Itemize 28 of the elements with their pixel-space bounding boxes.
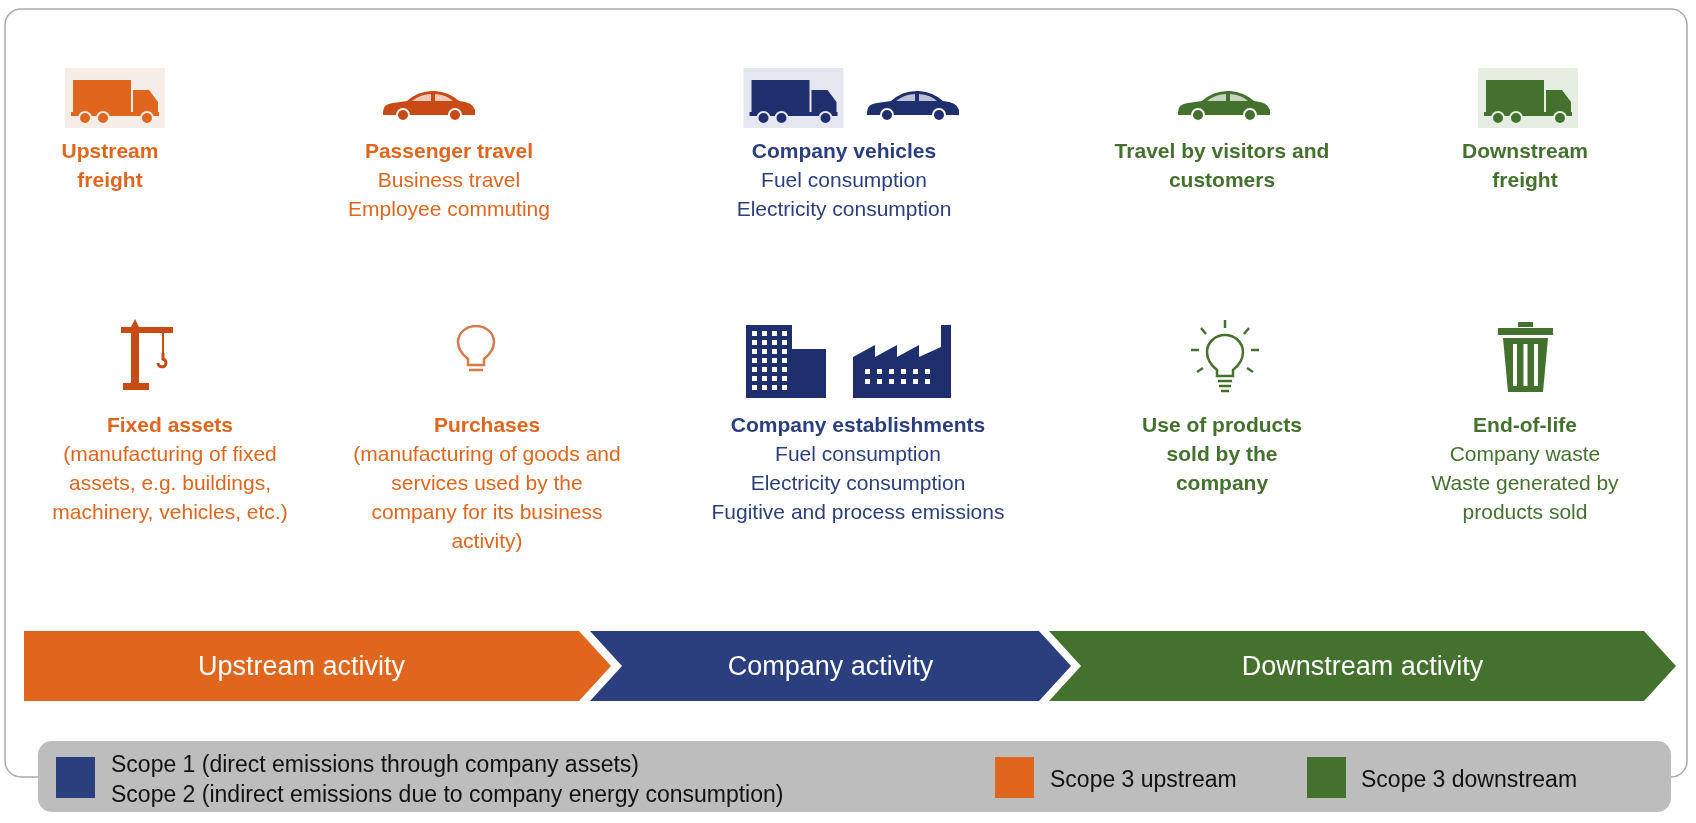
category-heading: Upstream freight [60,138,160,193]
category-heading: Use of products sold by the company [1141,412,1303,496]
description-text: Business travel [377,167,521,193]
description-text: Waste generated by products sold [1430,470,1620,525]
legend-label: Scope 3 downstream [1361,765,1578,794]
category-heading: Fixed assets [106,412,234,438]
legend-label: Scope 3 upstream [1050,765,1237,794]
category-heading: Purchases [433,412,541,438]
category-heading: Company vehicles [751,138,937,164]
band-label: Upstream activity [197,650,406,682]
description-text: Fugitive and process emissions [711,499,1005,525]
description-text: Company waste [1449,441,1601,467]
band-label: Company activity [727,650,934,682]
description-text: Fuel consumption [761,167,927,193]
description-text: Employee commuting [348,196,550,222]
category-heading: Travel by visitors and customers [1113,138,1331,193]
description-text: Fuel consumption [775,441,941,467]
description-text: Electricity consumption [736,196,952,222]
description-text: Electricity consumption [750,470,966,496]
description-text: (manufacturing of goods and services used by the company for its business activity) [352,441,622,554]
description-text: (manufacturing of fixed assets, e.g. buildings, machinery, vehicles, etc.) [51,441,289,525]
legend-label: Scope 1 (direct emissions through company assets) [111,750,639,779]
category-heading: Passenger travel [364,138,534,164]
legend-label: Scope 2 (indirect emissions due to company energy consumption) [111,780,784,809]
category-heading: Company establishments [730,412,986,438]
band-label: Downstream activity [1241,650,1484,682]
category-heading: Downstream freight [1461,138,1589,193]
category-heading: End-of-life [1473,412,1577,438]
